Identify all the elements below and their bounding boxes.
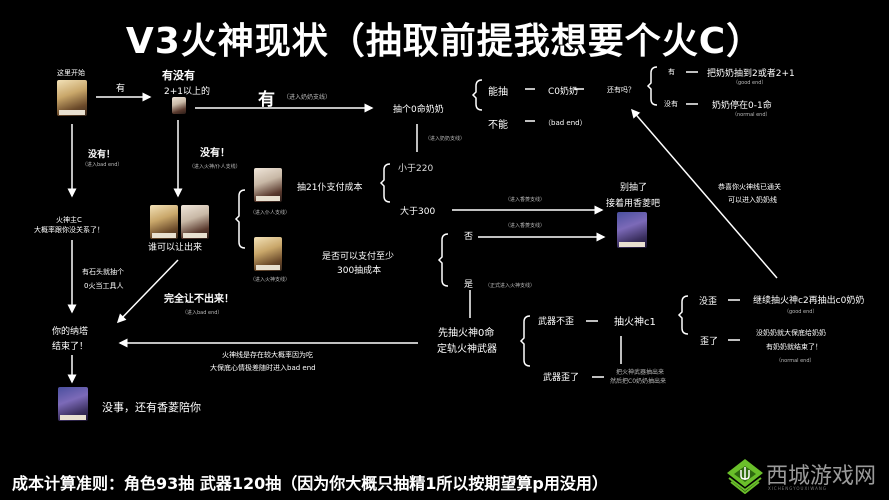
page-title: V3火神现状（抽取前提我想要个火C）	[125, 21, 764, 62]
pyro-note: （进入火神支线）	[250, 277, 291, 283]
character-portrait-pyro	[254, 237, 282, 271]
draw21-node: 抽21仆支付成本	[297, 183, 363, 193]
has-question-line2: 2+1以上的	[164, 87, 210, 97]
not-lost-label: 没歪	[699, 297, 718, 307]
good-end-label: （good end）	[733, 80, 767, 86]
can-draw-label: 能抽	[488, 87, 508, 98]
stone-line2: 0火当工具人	[84, 282, 124, 290]
first-pyro-line2: 定轨火神武器	[437, 344, 497, 355]
enter-nainai-note: （进入奶奶支线）	[425, 136, 466, 142]
normal-end-label: （normal end）	[732, 112, 771, 118]
gt300-label: 大于300	[400, 207, 436, 217]
xiangling-final-message: 没事，还有香菱陪你	[102, 401, 201, 414]
lt220-label: 小于220	[398, 164, 434, 174]
lost-line2: 有奶奶就结束了！	[766, 343, 822, 351]
stone-line1: 有石头就抽个	[82, 268, 124, 276]
xiangling-note-1: （进入香菱支线）	[505, 197, 546, 203]
cannot-label: 不能	[488, 120, 508, 131]
left-no-label: 没有！	[88, 150, 116, 160]
c0-nainai-label: C0奶奶	[548, 87, 579, 97]
not-lost-result: 继续抽火神c2再抽出c0奶奶	[753, 296, 865, 306]
no-label: 没有	[664, 100, 678, 108]
draw-c1-node: 抽火神c1	[614, 317, 656, 328]
mid-no-label: 没有！	[200, 148, 230, 159]
watermark-name: 西城游戏网	[766, 464, 877, 489]
congrats-line2: 可以进入奶奶线	[728, 196, 777, 204]
character-portrait-xiangling-final	[58, 387, 88, 421]
mid-no-note: （进入火神/仆人支线）	[189, 164, 241, 170]
pyro-line-warning-1: 火神线是存在较大概率因为吃	[222, 351, 313, 359]
bad-end-label: （bad end）	[544, 119, 587, 127]
congrats-line1: 恭喜你火神线已通关	[718, 183, 781, 191]
weapon-lost-step1: 把火神武器抽出来	[616, 369, 665, 376]
left-result-line1: 火神主C	[56, 216, 82, 224]
has-big-label: 有	[258, 90, 275, 110]
yes-result: 把奶奶抽到2或者2+1	[707, 69, 795, 79]
formal-pyro-note: （正式进入火神支线）	[485, 283, 536, 289]
weapon-lost-step2: 然后把C0奶奶抽出来	[610, 378, 667, 385]
good-end-label-2: （good end）	[784, 309, 818, 315]
start-label: 这里开始	[57, 69, 85, 77]
cannot-yield-note: （进入bad end）	[182, 310, 223, 316]
weapon-ok-label: 武器不歪	[538, 317, 575, 327]
fou-label: 否	[464, 232, 474, 242]
draw-c0-node: 抽个0命奶奶	[393, 105, 444, 115]
still-have-question: 还有吗？	[607, 86, 635, 94]
pay300-line2: 300抽成本	[337, 266, 382, 276]
character-portrait-candidate-2	[181, 205, 209, 239]
first-pyro-line1: 先抽火神0命	[438, 328, 495, 339]
who-can-yield: 谁可以让出来	[148, 243, 203, 253]
character-portrait-candidate-1	[150, 205, 178, 239]
lost-label: 歪了	[700, 337, 719, 347]
no-result: 奶奶停在0-1命	[712, 101, 772, 111]
pyro-line-warning-2: 大保底心情极差随时进入bad end	[210, 364, 316, 372]
stop-line2: 接着用香菱吧	[606, 199, 661, 209]
nata-end-line1: 你的纳塔	[52, 327, 89, 337]
edge-label-has: 有	[116, 84, 126, 94]
has-note: （进入奶奶支线）	[283, 94, 332, 101]
character-portrait-xiangling	[617, 212, 647, 248]
cannot-yield-label: 完全让不出来！	[164, 294, 234, 305]
left-no-note: （进入bad end）	[82, 162, 123, 168]
lost-line1: 没奶奶就大保底给奶奶	[756, 329, 826, 337]
character-portrait-servant	[254, 168, 282, 202]
character-portrait-start	[57, 80, 87, 116]
shi-label: 是	[464, 280, 474, 290]
servant-note: （进入仆人支线）	[250, 210, 291, 216]
character-portrait-small	[172, 97, 186, 114]
weapon-lost-label: 武器歪了	[543, 373, 580, 383]
normal-end-label-2: （normal end）	[776, 358, 815, 364]
leaf-diamond-icon	[727, 459, 763, 494]
yes-label: 有	[668, 68, 675, 76]
watermark-sub: XICHENGYOUXIWANG	[768, 486, 827, 491]
pay300-line1: 是否可以支付至少	[322, 252, 395, 262]
left-result-line2: 大概率跟你没关系了！	[34, 226, 104, 234]
nata-end-line2: 结束了！	[52, 342, 89, 352]
stop-line1: 别抽了	[620, 183, 648, 193]
cost-rule-footer: 成本计算准则：角色93抽 武器120抽（因为你大概只抽精1所以按期望算p用没用）	[12, 474, 608, 493]
has-question-line1: 有没有	[162, 69, 195, 82]
xiangling-note-2: （进入香菱支线）	[505, 223, 546, 229]
